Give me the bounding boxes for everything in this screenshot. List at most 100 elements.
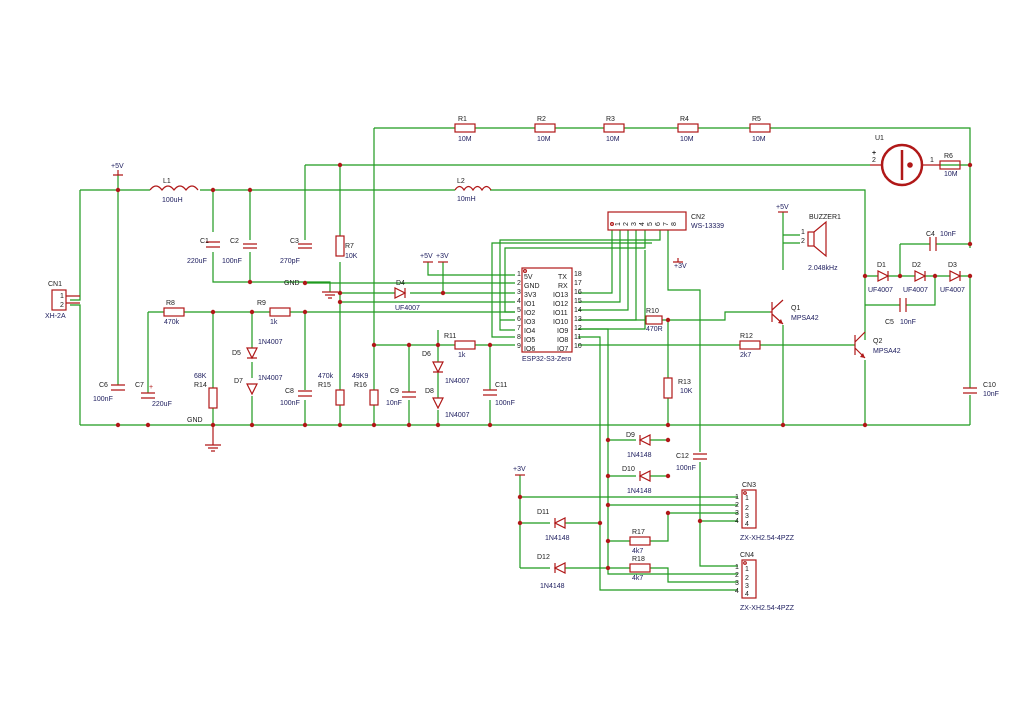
c10-value: 10nF [983, 391, 999, 398]
d9-value: 1N4148 [627, 452, 652, 459]
cn3-pin-1: 1 [745, 495, 749, 502]
esp-num-12: 12 [574, 325, 582, 332]
module-name: ESP32-S3-Zero [522, 356, 572, 363]
c11-ref: C11 [495, 382, 507, 389]
esp-pin-io2: IO2 [524, 310, 535, 317]
c7-ref: C7 [135, 382, 144, 389]
u1-plus: + [872, 150, 876, 157]
resistor-r18 [629, 563, 651, 573]
transistor-q2: Q2 MPSA42 [854, 331, 901, 359]
r3-value: 10M [606, 136, 620, 143]
inductor-l2: L2 10mH [454, 178, 492, 203]
r13-value: 10K [680, 388, 693, 395]
r18-value: 4k7 [632, 575, 643, 582]
d12-ref: D12 [537, 554, 550, 561]
l1-value: 100uH [162, 197, 183, 204]
cn4-pin-4: 4 [745, 591, 749, 598]
c8-value: 100nF [280, 400, 300, 407]
r3-ref: R3 [606, 116, 615, 123]
buzzer-pin-2: 2 [801, 238, 805, 245]
inductor-l1: L1 100uH [149, 178, 199, 204]
resistor-r15 [335, 389, 345, 406]
l1-ref: L1 [163, 178, 171, 185]
cn2-pin-8: 8 [671, 222, 678, 226]
l2-value: 10mH [457, 196, 476, 203]
r7-ref: R7 [345, 243, 354, 250]
r14-ref: R14 [194, 382, 207, 389]
l2-ref: L2 [457, 178, 465, 185]
capacitors: C1 220uF C2 100nF C3 270pF C4 10nF C5 10… [93, 231, 999, 472]
cn4-pinnum-2: 2 [735, 572, 739, 579]
cn4-pinnum-3: 3 [735, 580, 739, 587]
d11-value: 1N4148 [545, 535, 570, 542]
u1-pin-2: 2 [872, 157, 876, 164]
esp-pin-io9: IO9 [557, 328, 568, 335]
diodes: D4 UF4007 1N4007 D5 1N4007 D7 D6 1N4007 … [232, 262, 965, 590]
esp-pin-rx: RX [558, 283, 568, 290]
transistor-q1: Q1 MPSA42 [770, 299, 819, 325]
r18-ref: R18 [632, 556, 645, 563]
v5-label-esp: +5V [420, 253, 433, 260]
connector-cn3: CN3 ZX-XH2.54-4PZZ 1 2 3 4 1 2 3 4 [735, 482, 795, 542]
d2-value: UF4007 [903, 287, 928, 294]
cn3-ref: CN3 [742, 482, 756, 489]
cn4-pin-2: 2 [745, 575, 749, 582]
power-symbols: +5V +5V +3V +5V +3V +3V GND GND [111, 163, 789, 476]
esp-num-7: 7 [517, 325, 521, 332]
q1-value: MPSA42 [791, 315, 819, 322]
esp-pin-io6: IO6 [524, 346, 535, 353]
esp-pin-tx: TX [558, 274, 567, 281]
buzzer-pin-1: 1 [801, 229, 805, 236]
r6-value: 10M [944, 171, 958, 178]
resistor-r12 [739, 340, 761, 350]
r2-ref: R2 [537, 116, 546, 123]
cn3-pinnum-2: 2 [735, 502, 739, 509]
resistor-r9 [269, 307, 291, 317]
resistor-r16 [369, 389, 379, 406]
cn3-pinnum-1: 1 [735, 494, 739, 501]
cn2-pin-1: 1 [615, 222, 622, 226]
esp-pin-gnd: GND [524, 283, 540, 290]
d5-ref: D5 [232, 350, 241, 357]
cn3-pin-4: 4 [745, 521, 749, 528]
resistor-r17 [629, 536, 651, 546]
cn4-pinnum-1: 1 [735, 564, 739, 571]
d10-value: 1N4148 [627, 488, 652, 495]
r2-value: 10M [537, 136, 551, 143]
esp-num-16: 16 [574, 289, 582, 296]
r15-ref: R15 [318, 382, 331, 389]
esp-num-9: 9 [517, 343, 521, 350]
v5-label-buzzer: +5V [776, 204, 789, 211]
c6-ref: C6 [99, 382, 108, 389]
connector-cn4: CN4 ZX-XH2.54-4PZZ 1 2 3 4 1 2 3 4 [735, 552, 795, 612]
c5-ref: C5 [885, 319, 894, 326]
r1-ref: R1 [458, 116, 467, 123]
r16-ref: R16 [354, 382, 367, 389]
resistor-r14 [208, 387, 218, 409]
c2-value: 100nF [222, 258, 242, 265]
q2-ref: Q2 [873, 338, 882, 345]
c9-ref: C9 [390, 388, 399, 395]
c1-value: 220uF [187, 258, 207, 265]
resistor-r8 [163, 307, 185, 317]
r11-value: 1k [458, 352, 466, 359]
cn1-pin-1: 1 [60, 293, 64, 300]
esp-pin-io4: IO4 [524, 328, 535, 335]
resistor-r5 [749, 123, 771, 133]
resistors: R1 10M R2 10M R3 10M R4 10M R5 10M R6 10… [163, 116, 961, 582]
esp-pin-io10: IO10 [553, 319, 568, 326]
r5-value: 10M [752, 136, 766, 143]
d3-ref: D3 [948, 262, 957, 269]
r8-ref: R8 [166, 300, 175, 307]
c2-ref: C2 [230, 238, 239, 245]
cn2-pin-2: 2 [623, 222, 630, 226]
esp-num-18: 18 [574, 271, 582, 278]
r5-ref: R5 [752, 116, 761, 123]
cn2-ref: CN2 [691, 214, 705, 221]
cn2-pin-7: 7 [663, 222, 670, 226]
cn2-pin-4: 4 [639, 222, 646, 226]
d6-ref: D6 [422, 351, 431, 358]
esp-num-13: 13 [574, 316, 582, 323]
esp-pin-io7: IO7 [557, 346, 568, 353]
c12-ref: C12 [676, 453, 689, 460]
